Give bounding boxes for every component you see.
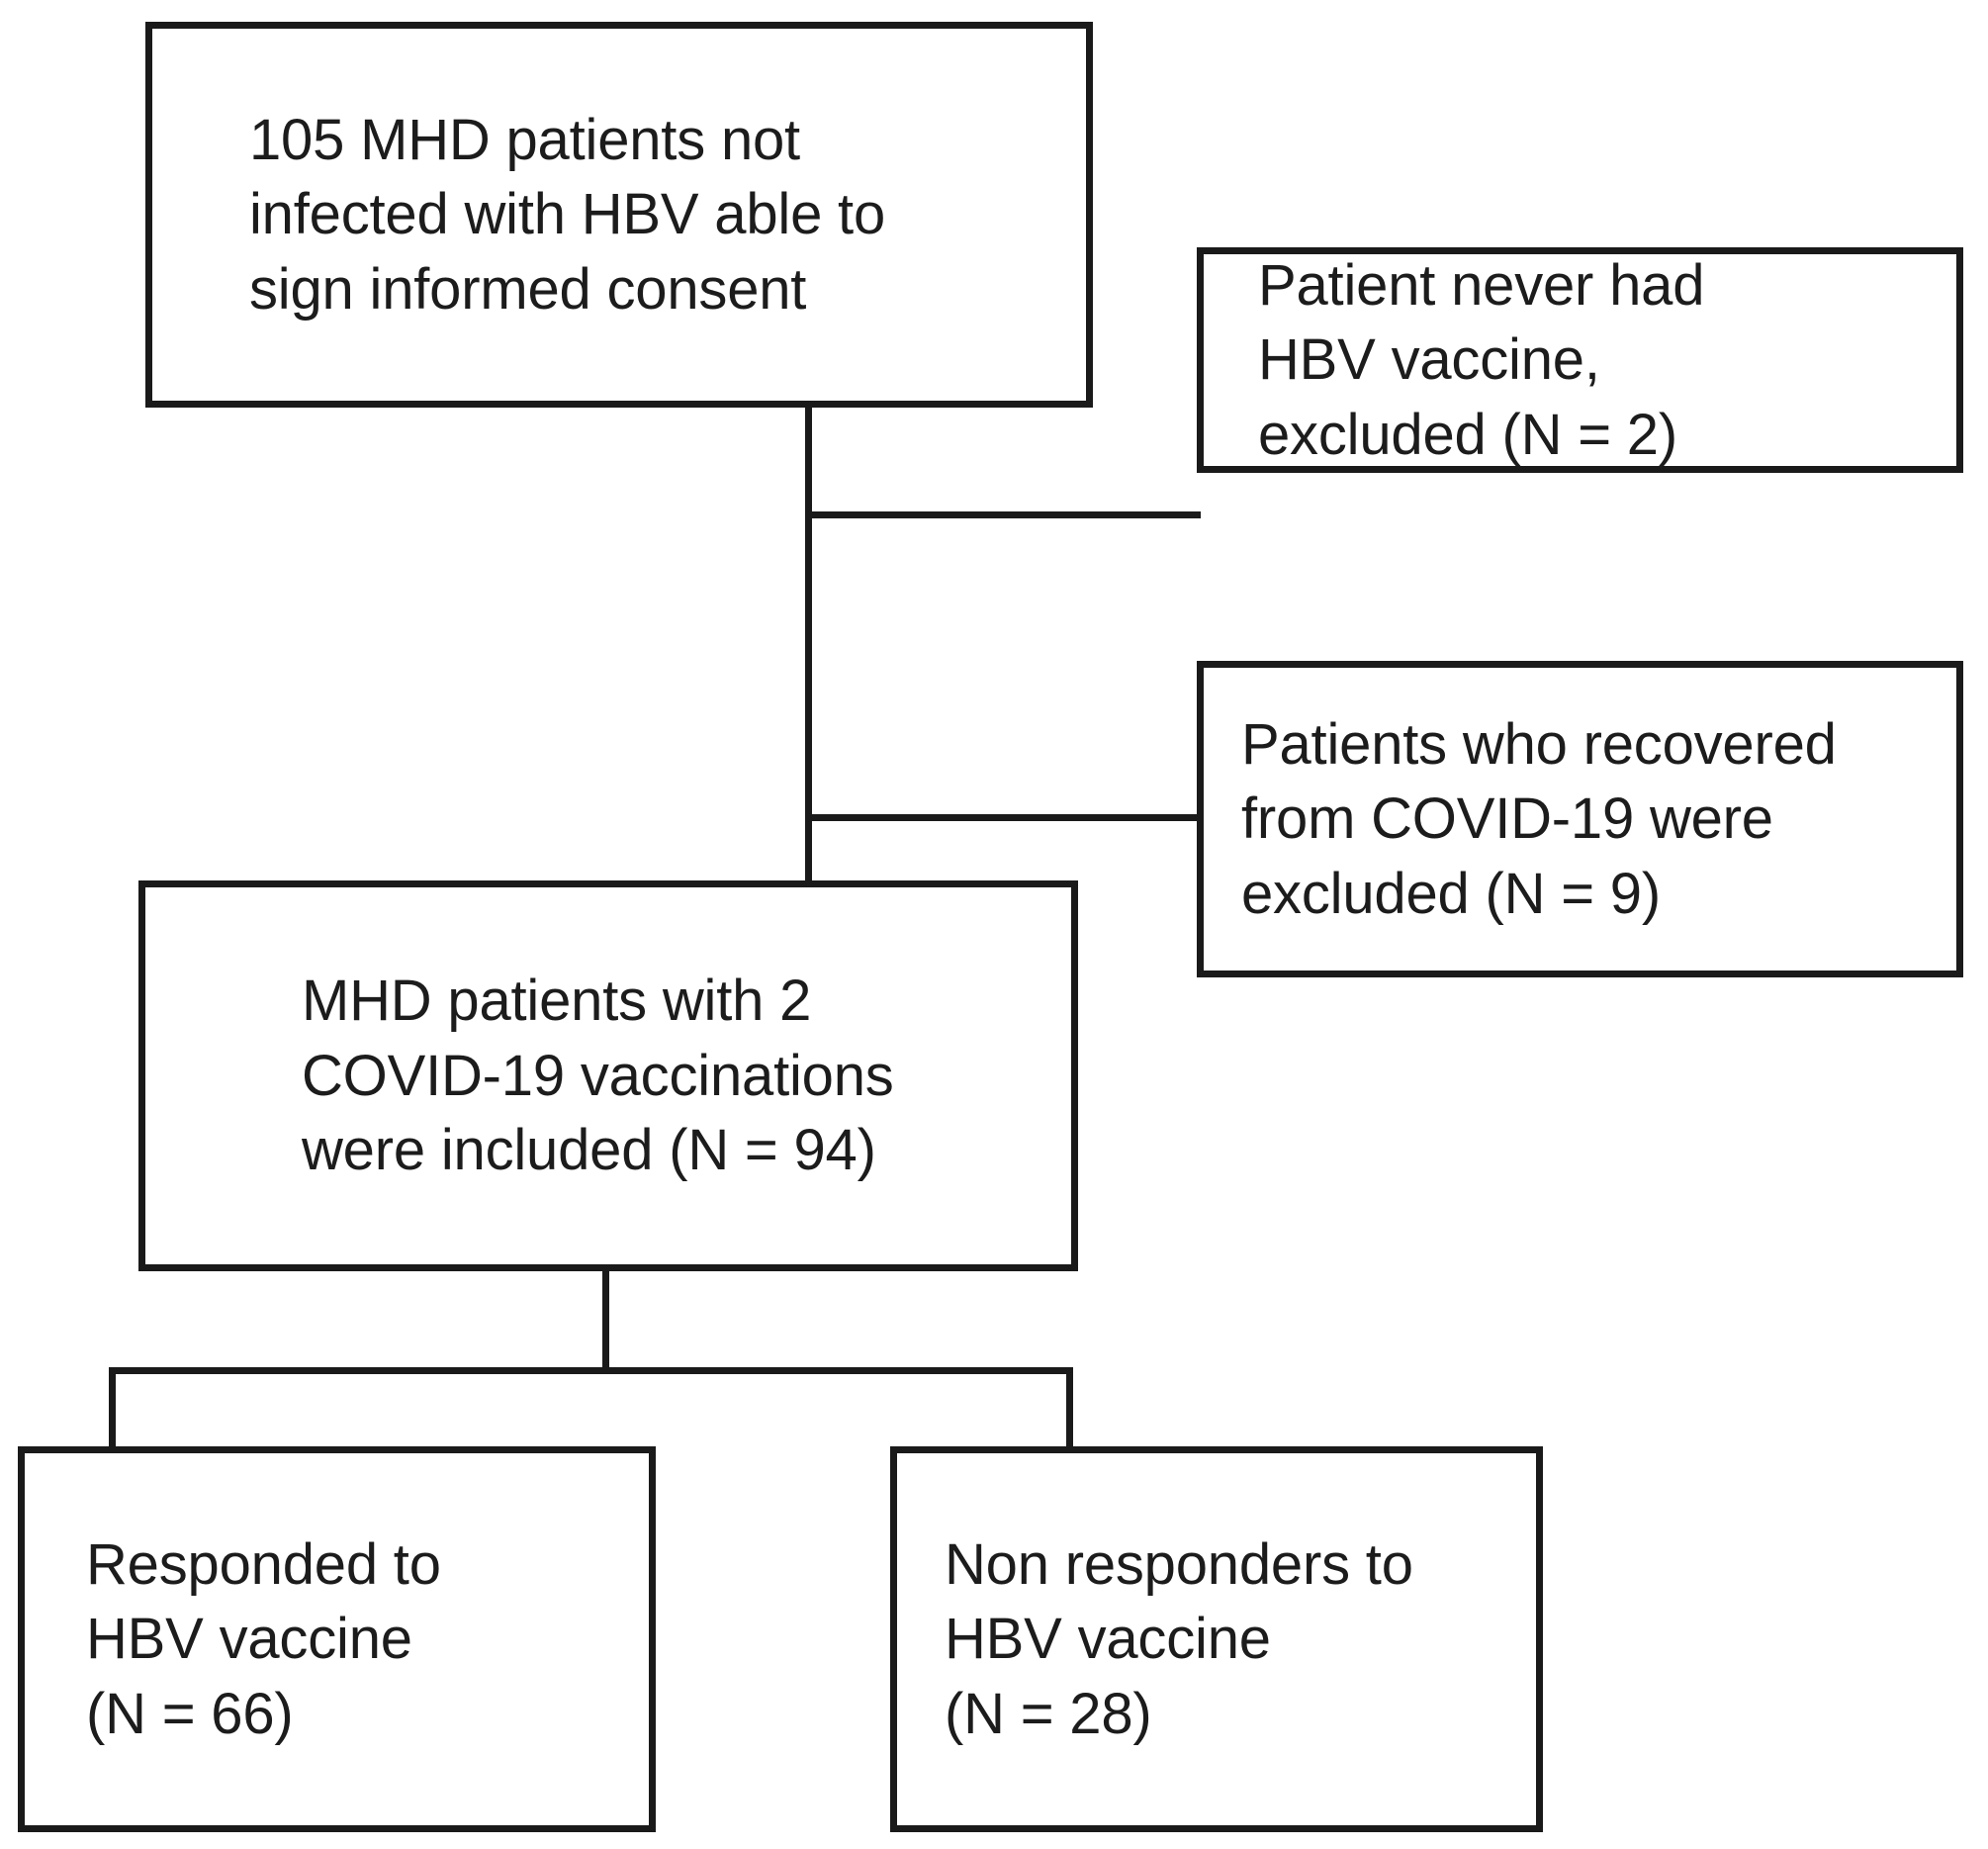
connector-to-no-vaccine-box bbox=[805, 511, 1201, 518]
non-responders-text: Non responders to HBV vaccine (N = 28) bbox=[945, 1531, 1413, 1746]
responders-box: Responded to HBV vaccine (N = 66) bbox=[18, 1446, 656, 1832]
connector-included-trunk bbox=[602, 1269, 609, 1373]
connector-screened-trunk bbox=[805, 401, 812, 895]
excluded-recovered-covid-text: Patients who recovered from COVID-19 wer… bbox=[1241, 711, 1837, 926]
connector-to-non-responders-box bbox=[1066, 1367, 1073, 1451]
screened-patients-box: 105 MHD patients not infected with HBV a… bbox=[145, 22, 1093, 408]
included-patients-text: MHD patients with 2 COVID-19 vaccination… bbox=[302, 969, 894, 1183]
screened-patients-text: 105 MHD patients not infected with HBV a… bbox=[249, 107, 886, 322]
excluded-no-hbv-vaccine-text: Patient never had HBV vaccine, excluded … bbox=[1258, 252, 1705, 467]
connector-to-responders-box bbox=[109, 1367, 116, 1451]
responders-text: Responded to HBV vaccine (N = 66) bbox=[86, 1531, 441, 1746]
connector-to-recovered-box bbox=[805, 814, 1201, 821]
non-responders-box: Non responders to HBV vaccine (N = 28) bbox=[890, 1446, 1543, 1832]
included-patients-box: MHD patients with 2 COVID-19 vaccination… bbox=[138, 880, 1078, 1271]
connector-split-bar bbox=[109, 1367, 1073, 1374]
excluded-no-hbv-vaccine-box: Patient never had HBV vaccine, excluded … bbox=[1197, 247, 1963, 473]
excluded-recovered-covid-box: Patients who recovered from COVID-19 wer… bbox=[1197, 661, 1963, 977]
